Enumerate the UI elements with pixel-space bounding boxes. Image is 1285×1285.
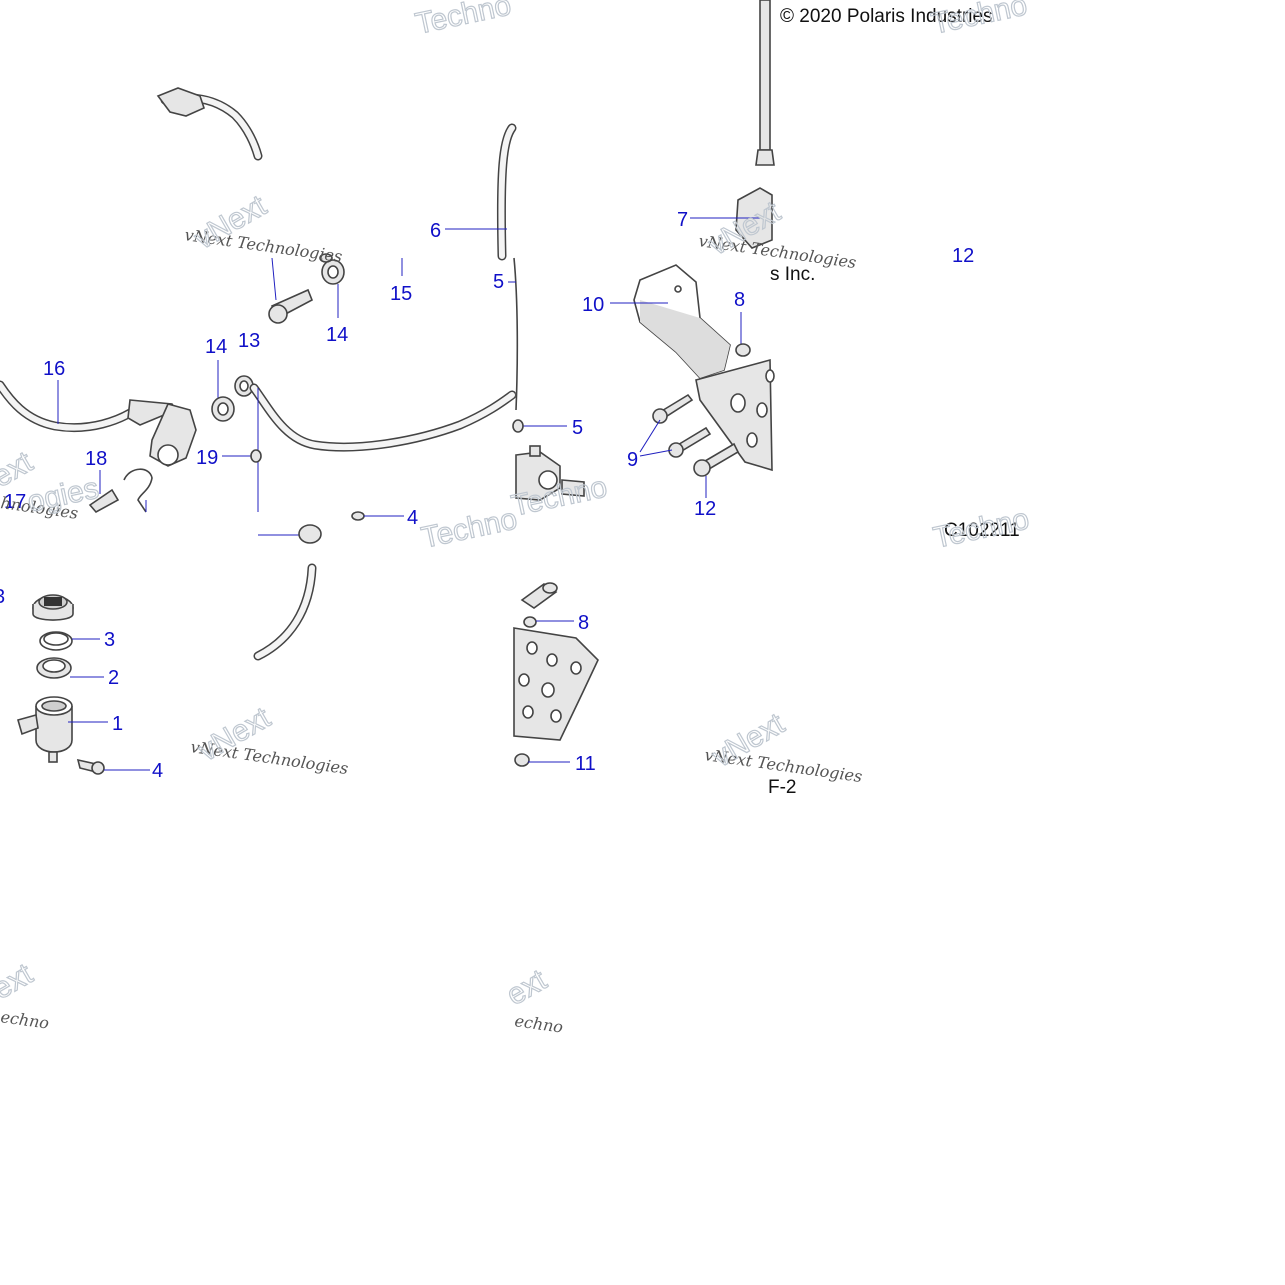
bracket-10	[610, 264, 731, 379]
page-code: F-2	[768, 777, 797, 798]
callout-labels: 1 2 3 3 4 4 5 5 6 7 8 8 9 10 11 12 12 13…	[0, 209, 974, 782]
watermark-fragment-echno-1: echno	[0, 1007, 50, 1033]
callout-9: 9	[627, 449, 638, 471]
callout-16: 16	[43, 358, 65, 380]
watermark-fragment-ext-2: ext	[0, 957, 39, 1006]
brake-line-upper-left	[156, 87, 263, 161]
bolt-upper-15	[268, 257, 403, 324]
callout-15: 15	[390, 283, 412, 305]
watermark-fragment-echno-2: echno	[513, 1011, 564, 1037]
watermark-fragment-ogies: ogies	[25, 472, 102, 519]
reservoir-cap-3	[32, 594, 74, 621]
callout-8-upper: 8	[734, 289, 745, 311]
nut-8-upper	[735, 312, 751, 357]
callout-5-upper: 5	[493, 271, 504, 293]
pin-18	[88, 470, 120, 514]
copyright-text: © 2020 Polaris Industries	[780, 6, 993, 27]
bolts-9	[639, 393, 712, 458]
callout-4-lower-left: 4	[152, 760, 163, 782]
callout-4-clamp: 4	[407, 507, 418, 529]
watermark-outline-techno-3: Techno	[929, 0, 1030, 41]
callout-12: 12	[694, 498, 716, 520]
watermarks: vNext Technologies vNext Technologies vN…	[0, 0, 1033, 1037]
washer-14-lower	[211, 360, 235, 422]
callout-3: 3	[104, 629, 115, 651]
watermark-outline-techno-2: Techno	[419, 502, 520, 554]
callout-12-edge: 12	[952, 245, 974, 267]
hose-clamp-4	[258, 511, 404, 544]
reservoir-1	[17, 696, 108, 763]
spring-clip-17	[123, 468, 153, 513]
copyright-tail: s Inc.	[770, 264, 815, 285]
callout-14-lower: 14	[205, 336, 227, 358]
seal-2	[36, 657, 104, 679]
diaphragm-3	[39, 631, 100, 651]
callout-6: 6	[430, 220, 441, 242]
callout-17: 17	[4, 491, 26, 513]
callout-3-edge: 3	[0, 586, 5, 608]
brake-line-6	[445, 123, 517, 261]
nut-8-lower	[523, 616, 574, 628]
callout-13: 13	[238, 330, 260, 352]
callout-19: 19	[196, 447, 218, 469]
callout-5-lower: 5	[572, 417, 583, 439]
watermark-outline-techno-4: Techno	[931, 502, 1032, 554]
callout-10: 10	[582, 294, 604, 316]
bolt-4-lower-left	[76, 758, 150, 775]
callout-7: 7	[677, 209, 688, 231]
bolt-11	[514, 753, 570, 767]
callout-14-upper: 14	[326, 324, 348, 346]
callout-2: 2	[108, 667, 119, 689]
blank-lower-area	[0, 1040, 1285, 1285]
callout-1: 1	[112, 713, 123, 735]
mounting-plate	[695, 358, 775, 472]
pin-19	[222, 449, 262, 463]
diagram-code: C102211	[944, 520, 1020, 541]
hose-lower	[253, 563, 317, 661]
watermark-fragment-ext-3: ext	[501, 963, 553, 1012]
heat-shield-lower	[513, 627, 599, 741]
bolt-12	[693, 442, 740, 498]
master-cylinder-5	[508, 257, 585, 501]
sleeve-lower	[520, 582, 558, 609]
callout-8-lower: 8	[578, 612, 589, 634]
callout-18: 18	[85, 448, 107, 470]
watermark-outline-techno-1: Techno	[413, 0, 514, 41]
callout-11: 11	[575, 753, 596, 775]
pedal-arm-16	[0, 380, 197, 467]
cross-rod	[249, 383, 517, 512]
push-rod-7	[690, 0, 775, 249]
washer-14-upper	[319, 253, 345, 318]
